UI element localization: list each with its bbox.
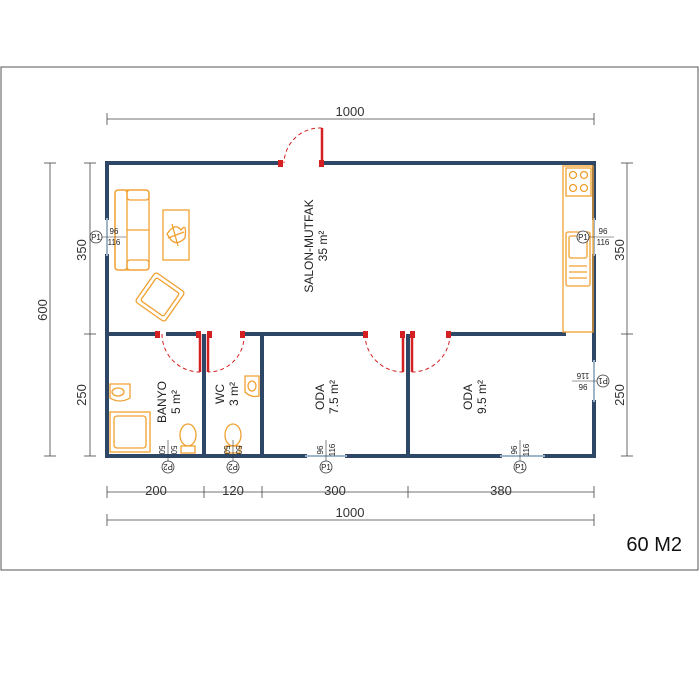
window-tag-label: P1	[321, 463, 331, 472]
window-tag-label: P1	[598, 376, 608, 385]
dimension-lines	[44, 113, 633, 526]
window-height: 116	[522, 443, 531, 456]
dim-left-upper: 350	[74, 239, 89, 261]
washbasin	[109, 383, 131, 402]
dim-bottom-seg: 200	[145, 483, 167, 498]
window-width: 96	[316, 445, 325, 454]
page-frame	[0, 66, 699, 571]
window-tag-label: P2	[228, 462, 238, 471]
room-name: ODA	[461, 384, 475, 410]
door-swing-arc	[207, 333, 245, 373]
door-swing-arc	[364, 333, 404, 373]
dim-right-lower: 250	[612, 384, 627, 406]
dim-bottom-total: 1000	[336, 505, 365, 520]
dim-bottom-seg: 380	[490, 483, 512, 498]
window-height: 116	[576, 371, 589, 380]
room-oda-1: ODA 7.5 m²	[313, 380, 341, 414]
window-width: 96	[599, 227, 608, 236]
sofa	[114, 189, 150, 271]
shower-tray	[109, 411, 151, 453]
dim-left-total: 600	[35, 299, 50, 321]
door-swing-arc	[161, 333, 201, 373]
doors	[161, 127, 451, 373]
window-tag-label: P1	[578, 233, 588, 242]
window-tag-p1: P1 96 116	[89, 227, 126, 247]
window-height: 50	[157, 446, 166, 455]
door-swing-arc	[283, 127, 323, 164]
window-tag-p1: P1 96 116	[316, 440, 337, 474]
room-area: 7.5 m²	[327, 380, 341, 414]
room-name: BANYO	[155, 381, 169, 423]
room-oda-2: ODA 9.5 m²	[461, 380, 489, 414]
dim-right-upper: 350	[612, 239, 627, 261]
room-area: 9.5 m²	[475, 380, 489, 414]
room-area: 35 m²	[316, 231, 330, 262]
window-height: 116	[597, 238, 610, 247]
window-tag-p2: P2 50 50	[157, 440, 178, 474]
room-area: 5 m²	[169, 390, 183, 414]
window-tag-p2: P2 50 50	[222, 440, 243, 474]
room-name: WC	[213, 384, 227, 404]
window-width: 96	[510, 445, 519, 454]
total-area-label: 60 M2	[626, 534, 682, 556]
room-name: ODA	[313, 384, 327, 410]
window-width: 96	[110, 227, 119, 236]
window-height: 50	[222, 446, 231, 455]
window-height: 116	[108, 238, 121, 247]
window-width: 96	[578, 382, 587, 391]
room-banyo: BANYO 5 m²	[155, 381, 183, 423]
dim-top-width: 1000	[336, 104, 365, 119]
coffee-table	[162, 209, 190, 261]
window-tag-label: P1	[91, 233, 101, 242]
window-height: 116	[328, 443, 337, 456]
door-swing-arc	[411, 333, 451, 373]
window-tag-label: P2	[163, 462, 173, 471]
window-tag-p1: P1 96 116	[576, 227, 614, 247]
room-salon: SALON-MUTFAK 35 m²	[302, 199, 330, 292]
furniture	[109, 165, 594, 454]
dim-left-lower: 250	[74, 384, 89, 406]
window-tag-label: P1	[515, 463, 525, 472]
dim-bottom-seg: 120	[222, 483, 244, 498]
windows	[106, 218, 595, 457]
armchair	[135, 272, 185, 322]
window-width: 50	[234, 446, 243, 455]
room-area: 3 m²	[227, 382, 241, 406]
window-tag-p1: P1 96 116	[572, 371, 610, 391]
wc-washbasin	[244, 375, 260, 398]
window-width: 50	[169, 446, 178, 455]
door-frames	[155, 160, 451, 338]
room-wc: WC 3 m²	[213, 382, 241, 406]
room-name: SALON-MUTFAK	[302, 199, 316, 292]
toilet	[179, 423, 197, 454]
kitchen-counter	[562, 165, 594, 333]
walls	[105, 161, 596, 458]
window-tag-p1: P1 96 116	[510, 440, 531, 474]
dim-bottom-seg: 300	[324, 483, 346, 498]
